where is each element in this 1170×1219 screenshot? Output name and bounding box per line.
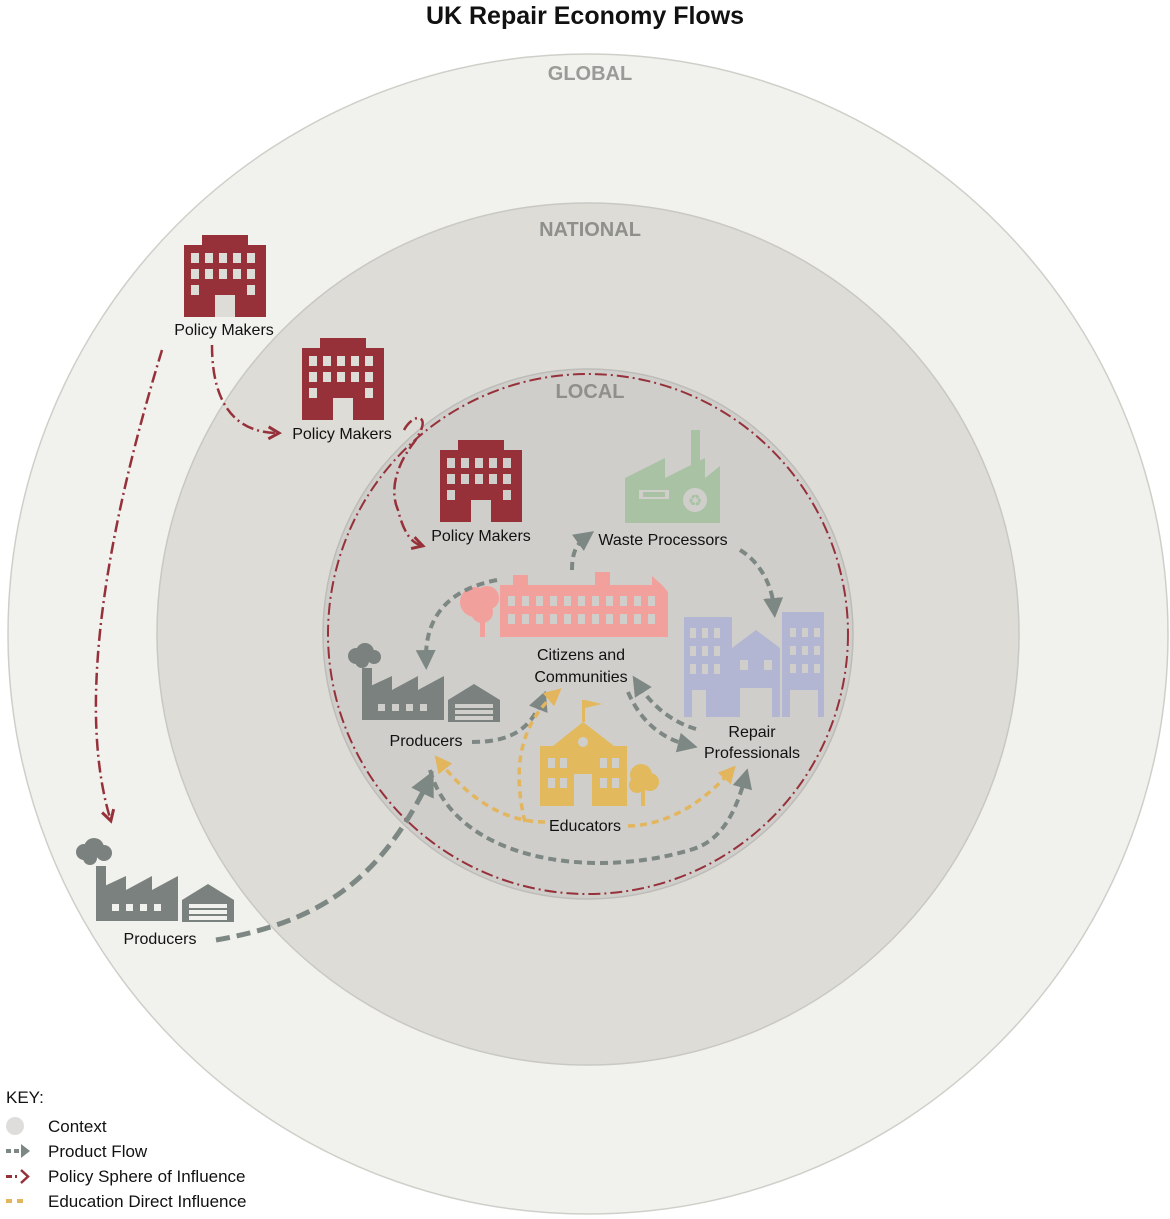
legend-item-education: Education Direct Influence: [6, 1189, 246, 1214]
policy-flow-national-to-local: [393, 416, 426, 551]
legend-title: KEY:: [6, 1088, 44, 1107]
label-local-producers: Producers: [390, 733, 463, 750]
local-policy-makers-icon: [440, 440, 522, 522]
label-global-producers: Producers: [124, 931, 197, 948]
citizens-communities-icon: [460, 572, 668, 637]
global-policy-makers-icon: [184, 235, 266, 317]
product-flow-producers-to-citizens: [471, 690, 548, 744]
product-flow-producers-to-repair: [428, 768, 753, 865]
education-dash-icon: [6, 1199, 23, 1203]
svg-text:♻: ♻: [688, 491, 702, 510]
education-flow-to-citizens: [517, 688, 562, 823]
product-flow-global-producers-to-local: [215, 770, 434, 943]
policy-flow-global-to-national: [210, 344, 283, 441]
label-repair-line2: Professionals: [704, 745, 800, 762]
policy-arrow-icon: [6, 1169, 30, 1184]
product-flow-citizens-to-waste: [570, 531, 595, 571]
product-flow-citizens-to-repair: [626, 691, 698, 753]
label-citizens-line2: Communities: [534, 669, 627, 686]
ring-label-national: NATIONAL: [539, 219, 641, 241]
legend-item-context: Context: [6, 1114, 107, 1139]
ring-label-local: LOCAL: [556, 381, 625, 403]
legend-item-policy: Policy Sphere of Influence: [6, 1164, 246, 1189]
label-global-policy-makers: Policy Makers: [174, 322, 274, 339]
label-educators: Educators: [549, 818, 621, 835]
context-swatch-icon: [6, 1117, 24, 1135]
local-producers-icon: [348, 643, 500, 722]
product-flow-repair-to-citizens: [632, 675, 697, 731]
label-local-policy-makers: Policy Makers: [431, 528, 531, 545]
diagram-title: UK Repair Economy Flows: [425, 2, 745, 30]
national-policy-makers-icon: [302, 338, 384, 420]
legend: KEY: Context Product Flow Policy Sphere …: [6, 1088, 246, 1214]
label-national-policy-makers: Policy Makers: [292, 426, 392, 443]
educators-icon: [540, 700, 659, 806]
product-flow-citizens-to-producers: [415, 578, 498, 670]
legend-label: Policy Sphere of Influence: [48, 1167, 246, 1186]
label-citizens-line1: Citizens and: [537, 647, 625, 664]
label-repair-line1: Repair: [728, 724, 776, 741]
policy-flow-global-to-producers: [94, 349, 164, 824]
local-policy-boundary: [327, 373, 849, 895]
product-flow-arrow-icon: [6, 1144, 30, 1158]
legend-label: Education Direct Influence: [48, 1192, 247, 1211]
global-producers-icon: [76, 838, 234, 922]
label-waste-processors: Waste Processors: [598, 532, 727, 549]
repair-professionals-icon: [684, 612, 824, 717]
legend-label: Product Flow: [48, 1142, 148, 1161]
legend-label: Context: [48, 1117, 107, 1136]
education-flow-to-producers: [434, 755, 546, 824]
product-flow-waste-to-repair: [738, 548, 784, 618]
waste-processors-icon: ♻: [625, 430, 720, 523]
education-flow-to-repair: [627, 765, 736, 828]
ring-label-global: GLOBAL: [548, 63, 632, 85]
legend-item-product-flow: Product Flow: [6, 1139, 147, 1164]
